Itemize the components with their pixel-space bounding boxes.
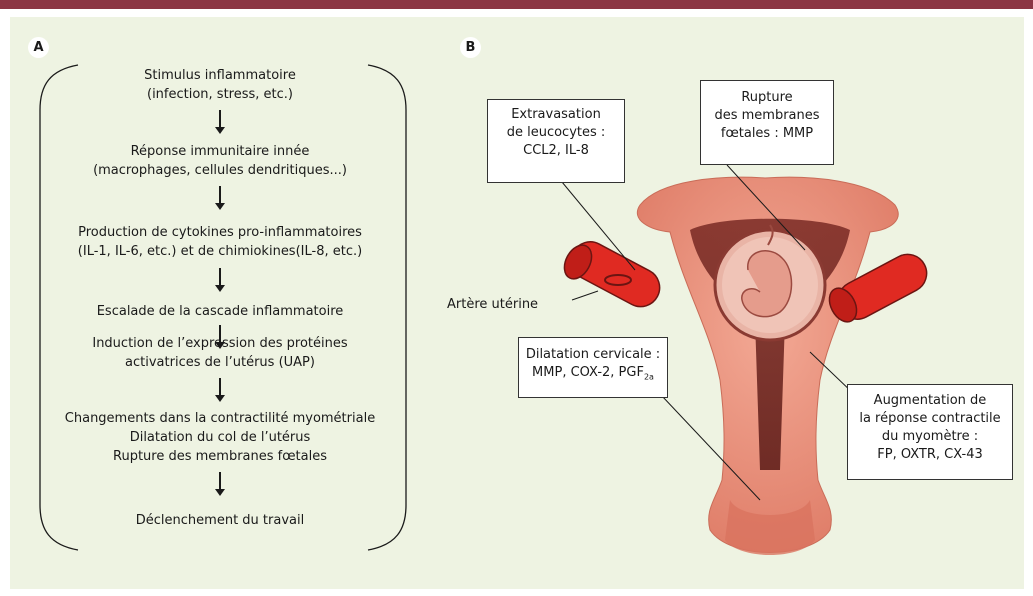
callout-augmentation: Augmentation de la réponse contractile d… bbox=[847, 384, 1013, 480]
leader-artery bbox=[572, 291, 598, 300]
callout-extravasation: Extravasation de leucocytes : CCL2, IL-8 bbox=[487, 99, 625, 183]
callout-rupture: Rupture des membranes fœtales : MMP bbox=[700, 80, 834, 165]
artery-label: Artère utérine bbox=[447, 297, 538, 312]
uterine-artery-left bbox=[559, 235, 666, 313]
callout-dilatation: Dilatation cervicale : MMP, COX-2, PGF2a bbox=[518, 337, 668, 398]
